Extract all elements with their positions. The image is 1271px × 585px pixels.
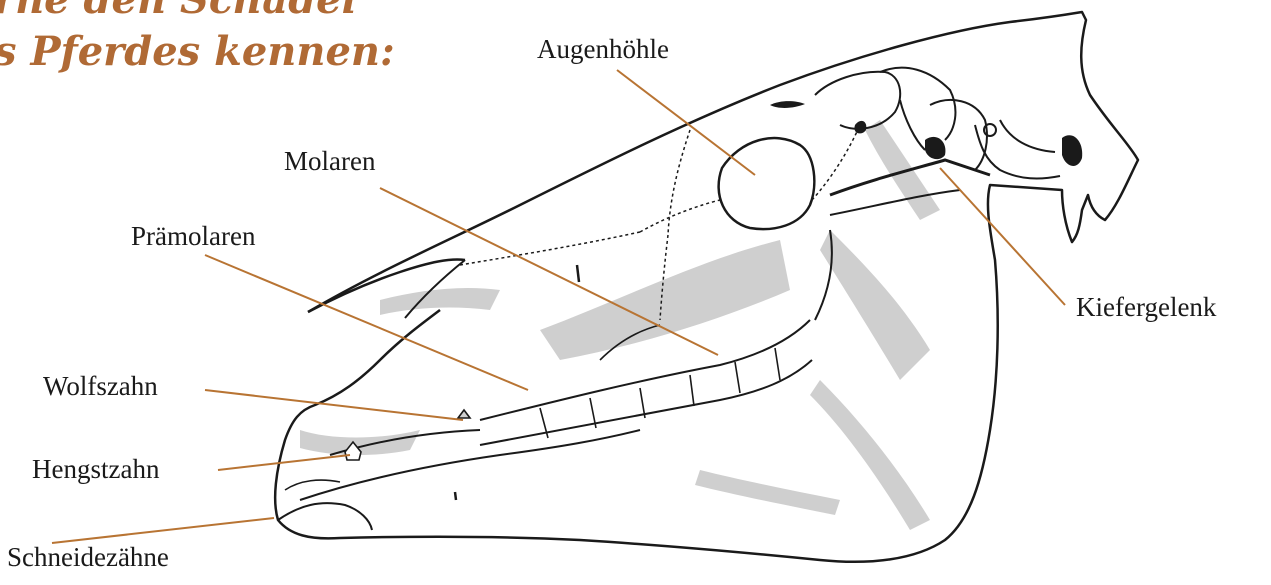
label-praemolaren: Prämolaren: [131, 223, 255, 250]
skull-shading: [300, 120, 940, 530]
leader-hengstzahn: [218, 455, 350, 470]
leader-praemolaren: [205, 255, 528, 390]
label-schneidezaehne: Schneidezähne: [7, 544, 169, 571]
label-wolfszahn: Wolfszahn: [43, 373, 158, 400]
eye-socket: [719, 138, 815, 229]
label-augenhoehle: Augenhöhle: [537, 36, 669, 63]
label-hengstzahn: Hengstzahn: [32, 456, 159, 483]
leader-schneidezaehne: [52, 518, 274, 543]
label-kiefergelenk: Kiefergelenk: [1076, 294, 1216, 321]
label-molaren: Molaren: [284, 148, 375, 175]
leader-augenhoehle: [617, 70, 755, 175]
leader-lines: [52, 70, 1065, 543]
